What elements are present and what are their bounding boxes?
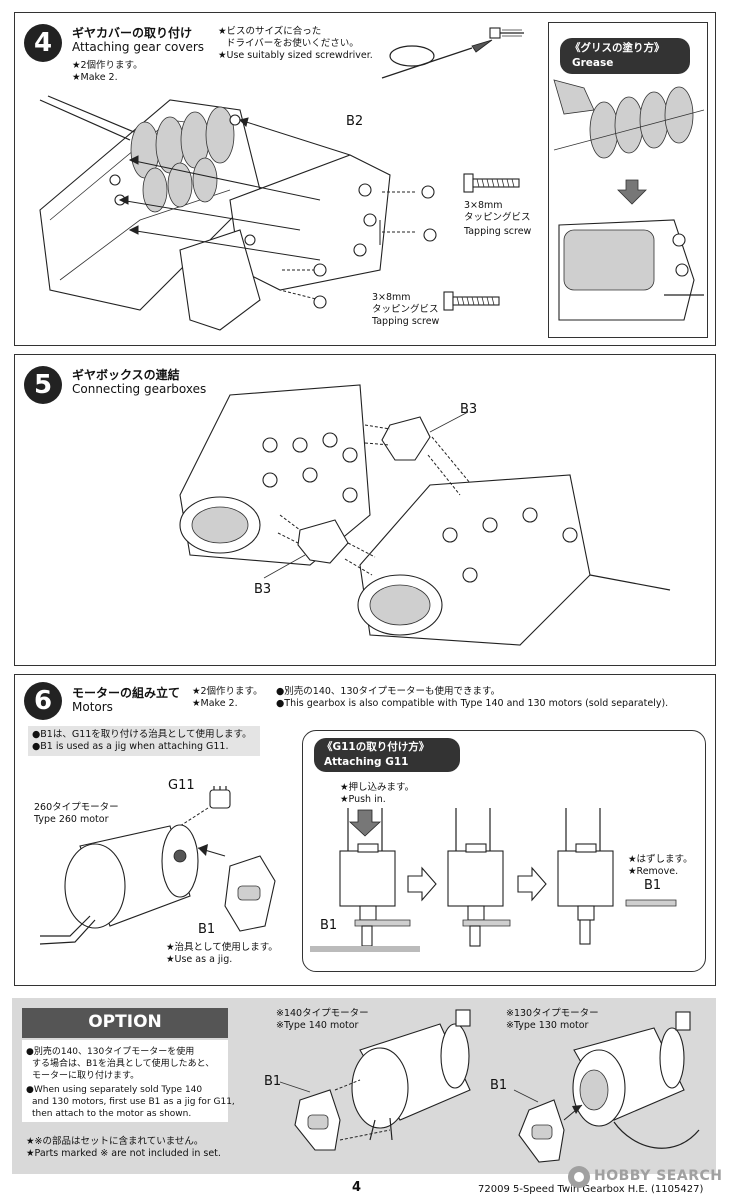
step5-part-b3-bottom: B3 [254, 582, 272, 597]
step4-title-jp: ギヤカバーの取り付け [72, 26, 193, 40]
option-b1-left: B1 [264, 1074, 282, 1089]
g11-push-en: ★Push in. [340, 794, 386, 805]
product-code: 72009 5-Speed Twin Gearbox H.E. (1105427… [478, 1184, 704, 1195]
grease-title-jp: 《グリスの塗り方》 [570, 42, 665, 54]
step4-title-en: Attaching gear covers [72, 40, 205, 54]
option-text-jp1: ●別売の140、130タイプモーターを使用 [26, 1047, 195, 1057]
step6-motor-jp: 260タイプモーター [34, 802, 119, 813]
option-text-jp3: モーターに取り付けます。 [32, 1071, 140, 1081]
tapping-screw-icon [463, 173, 520, 193]
step6-make-jp: ★2個作ります。 [192, 686, 263, 697]
g11-callout-title-en: Attaching G11 [324, 756, 409, 768]
g11-callout [302, 730, 706, 972]
step6-compat-en: ●This gearbox is also compatible with Ty… [276, 698, 669, 709]
grease-title-en: Grease [572, 57, 614, 69]
screwdriver-icon [381, 27, 524, 79]
step6-title-en: Motors [72, 700, 113, 714]
step5-title-jp: ギヤボックスの連結 [72, 368, 180, 382]
option-motor130-jp: ※130タイプモーター [506, 1008, 599, 1019]
grease-drawing [553, 79, 705, 321]
option-excluded-jp: ★※の部品はセットに含まれていません。 [26, 1136, 204, 1147]
step4-screw-note-jp2: ドライバーをお使いください。 [226, 38, 359, 49]
motor-260-drawing [39, 786, 276, 945]
step6-jig-en: ★Use as a jig. [166, 954, 233, 965]
watermark: HOBBY SEARCH [594, 1168, 723, 1184]
watermark-logo-icon [568, 1166, 590, 1188]
option-text-jp2: する場合は、B1を治具として使用したあと、 [32, 1059, 215, 1069]
option-title: OPTION [88, 1012, 162, 1032]
step6-jig-jp: ★治具として使用します。 [166, 942, 278, 953]
grease-inset [548, 22, 708, 338]
g11-b1-label-a: B1 [320, 918, 338, 933]
option-excluded-en: ★Parts marked ※ are not included in set. [26, 1148, 221, 1159]
g11-b1-label-b: B1 [644, 878, 662, 893]
step6-part-b1: B1 [198, 922, 216, 937]
option-text-en2: and 130 motors, first use B1 as a jig fo… [32, 1097, 235, 1107]
grease-title-badge [560, 38, 690, 74]
step5-title-en: Connecting gearboxes [72, 382, 207, 396]
g11-remove-jp: ★はずします。 [628, 854, 693, 865]
option-motor130-en: ※Type 130 motor [506, 1020, 589, 1031]
option-text-en3: then attach to the motor as shown. [32, 1109, 192, 1119]
step4-screw-jp-a: タッピングビス [464, 212, 531, 223]
step4-gearbox-drawing [39, 95, 437, 331]
step4-number: 4 [24, 24, 62, 62]
step6-compat-jp: ●別売の140、130タイプモーターも使用できます。 [276, 686, 501, 697]
option-text-box [22, 1040, 228, 1122]
step4-screw-en-a: Tapping screw [464, 226, 532, 237]
step6-jig-note-en: ●B1 is used as a jig when attaching G11. [32, 741, 229, 752]
step4-screw-jp-b: タッピングビス [372, 304, 439, 315]
step4-screw-note-jp1: ★ビスのサイズに合った [218, 26, 322, 37]
step6-part-g11: G11 [168, 778, 195, 793]
step6-jig-note-jp: ●B1は、G11を取り付ける治具として使用します。 [32, 729, 252, 740]
g11-push-jp: ★押し込みます。 [340, 782, 415, 793]
option-motor-130-drawing [513, 1011, 700, 1163]
step6-motor-en: Type 260 motor [34, 814, 109, 825]
step6-make-en: ★Make 2. [192, 698, 238, 709]
step5-gearboxes-drawing [179, 384, 671, 646]
option-motor140-jp: ※140タイプモーター [276, 1008, 369, 1019]
step4-make-en: ★Make 2. [72, 72, 118, 83]
g11-callout-title-jp: 《G11の取り付け方》 [322, 741, 430, 753]
g11-sequence-drawing [310, 808, 677, 952]
step5-leader-lines [263, 411, 469, 579]
g11-callout-title-badge [314, 738, 460, 772]
step6-title-jp: モーターの組み立て [72, 686, 181, 700]
step4-screw-note-en: ★Use suitably sized screwdriver. [218, 50, 373, 61]
step4-screw-size-a: 3×8mm [464, 200, 503, 211]
option-b1-right: B1 [490, 1078, 508, 1093]
step4-part-b2: B2 [346, 114, 364, 129]
option-text-en1: ●When using separately sold Type 140 [26, 1085, 203, 1095]
tapping-screw-icon [443, 291, 500, 311]
g11-remove-en: ★Remove. [628, 866, 679, 877]
option-motor-140-drawing [279, 1009, 471, 1151]
step5-part-b3-top: B3 [460, 402, 478, 417]
option-motor140-en: ※Type 140 motor [276, 1020, 359, 1031]
step6-jig-note [28, 726, 260, 756]
step5-number: 5 [24, 366, 62, 404]
step4-screw-en-b: Tapping screw [372, 316, 440, 327]
page-number: 4 [352, 1180, 362, 1195]
step6-number: 6 [24, 682, 62, 720]
step4-make-jp: ★2個作ります。 [72, 60, 143, 71]
option-title-bar [22, 1008, 228, 1038]
step4-screw-size-b: 3×8mm [372, 292, 411, 303]
